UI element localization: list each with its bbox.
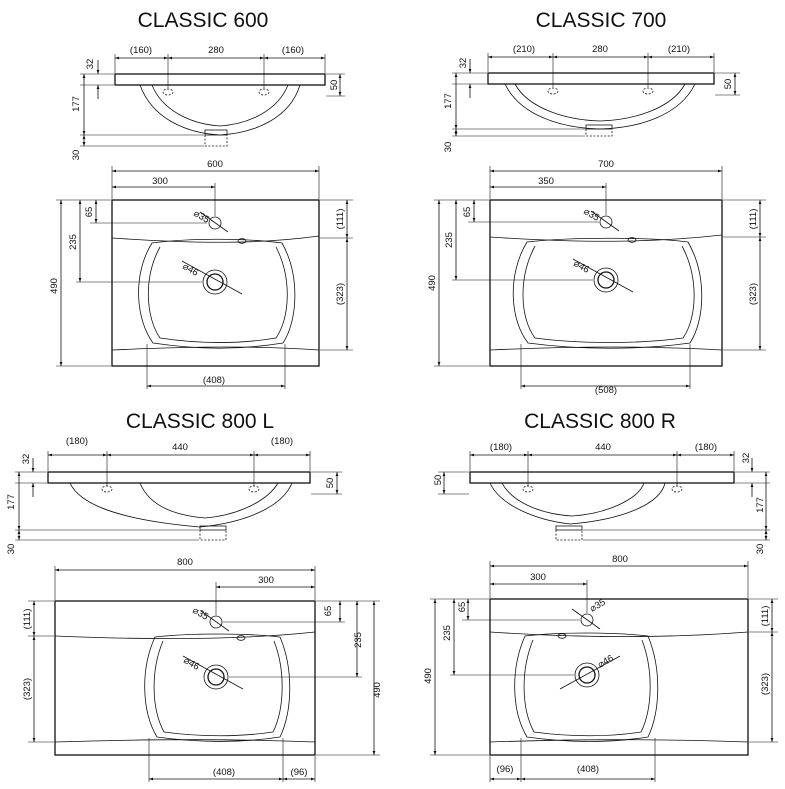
dim-right: (180) xyxy=(271,436,293,447)
dim-right: (210) xyxy=(668,44,690,55)
dim-overall-depth: 490 xyxy=(49,278,60,294)
panel-title: CLASSIC 800 R xyxy=(524,410,676,433)
dim-top: 32 xyxy=(21,454,32,465)
side-view: (180) 440 (180) 32 177 30 50 xyxy=(6,436,342,554)
dim-left: (160) xyxy=(130,45,152,56)
dim-drain: 30 xyxy=(71,150,82,161)
tap-hole-label: ⌀35 xyxy=(191,605,211,623)
dim-top: 32 xyxy=(458,58,469,69)
drain-hole-label: ⌀46 xyxy=(182,655,202,673)
side-view: (180) 440 (180) 32 177 30 50 xyxy=(433,442,770,554)
panel-title: CLASSIC 600 xyxy=(138,9,269,32)
dim-bowl-depth: 235 xyxy=(68,234,79,250)
dim-depth: 177 xyxy=(443,93,454,109)
dim-depth: 177 xyxy=(755,497,766,513)
dim-bowl-width: (408) xyxy=(203,375,225,386)
dim-bowl-depth: 235 xyxy=(444,232,455,248)
dim-tap-from-back: 65 xyxy=(323,606,334,617)
dim-drain: 30 xyxy=(6,544,17,555)
dim-left: (210) xyxy=(513,44,535,55)
panel-classic-700: CLASSIC 700 (210) 280 (210) xyxy=(427,9,766,396)
dim-width: 800 xyxy=(177,557,193,568)
dim-top: 32 xyxy=(85,59,96,70)
tap-hole-label: ⌀35 xyxy=(582,206,602,224)
drain-hole-label: ⌀46 xyxy=(596,653,616,671)
dim-tap-from-back: 65 xyxy=(462,207,473,218)
dim-drain: 30 xyxy=(755,544,766,555)
panel-classic-600: CLASSIC 600 (160) 280 (160) xyxy=(49,9,353,389)
dim-tap-from-back: 65 xyxy=(457,602,468,613)
dim-middle: 280 xyxy=(208,45,224,56)
side-view: (210) 280 (210) 32 177 30 50 xyxy=(443,44,740,152)
dim-bowl-width: (408) xyxy=(213,767,235,778)
dim-shelf: (96) xyxy=(291,767,308,778)
dim-edge: 50 xyxy=(325,478,336,489)
dim-drain: 30 xyxy=(443,142,454,153)
dim-depth: 177 xyxy=(6,494,17,510)
top-view: ⌀35 ⌀46 700 350 490 235 65 (111) xyxy=(427,159,766,396)
dim-bowl-width: (408) xyxy=(577,764,599,775)
top-view: ⌀35 ⌀46 800 300 490 235 65 (111) xyxy=(423,554,778,782)
dim-left: (180) xyxy=(66,436,88,447)
side-view: (160) 280 (160) 32 177 30 50 xyxy=(71,45,345,160)
dim-bowl-width: (508) xyxy=(595,385,617,396)
dim-middle: 440 xyxy=(595,442,611,453)
dim-middle: 280 xyxy=(592,44,608,55)
dim-depth: 177 xyxy=(71,96,82,112)
dim-tap-from-back: 65 xyxy=(84,207,95,218)
dim-tap-offset: 300 xyxy=(258,575,274,586)
dim-width: 700 xyxy=(598,159,614,170)
panel-classic-800-l: CLASSIC 800 L (180) 440 (180) xyxy=(6,410,383,782)
dim-width: 800 xyxy=(612,554,628,565)
dim-back-edge: (111) xyxy=(748,209,759,230)
dim-bowl-depth: 235 xyxy=(442,625,453,641)
dim-edge: 50 xyxy=(329,80,340,91)
dim-right: (180) xyxy=(695,442,717,453)
dim-back-edge: (111) xyxy=(22,609,33,630)
dim-top: 32 xyxy=(741,453,752,464)
dim-front-part: (323) xyxy=(760,673,771,695)
dim-right: (160) xyxy=(282,45,304,56)
panel-title: CLASSIC 700 xyxy=(536,9,667,32)
dim-tap-offset: 350 xyxy=(538,176,554,187)
dim-tap-offset: 300 xyxy=(530,572,546,583)
dim-left: (180) xyxy=(490,442,512,453)
dim-edge: 50 xyxy=(433,475,444,486)
dim-back-edge: (111) xyxy=(335,209,346,230)
panel-title: CLASSIC 800 L xyxy=(126,410,274,433)
panel-classic-800-r: CLASSIC 800 R (180) 440 (180) xyxy=(423,410,778,782)
dim-front-part: (323) xyxy=(748,283,759,305)
dim-back-edge: (111) xyxy=(760,606,771,627)
dim-front-part: (323) xyxy=(22,678,33,700)
dim-front-part: (323) xyxy=(335,283,346,305)
dim-shelf: (96) xyxy=(497,764,514,775)
dim-width: 600 xyxy=(207,159,223,170)
dim-overall-depth: 490 xyxy=(423,668,434,684)
top-view: ⌀35 ⌀46 800 300 (111) (323) 490 235 xyxy=(22,557,383,782)
top-view: ⌀35 ⌀46 600 300 490 235 65 xyxy=(49,159,353,389)
dim-overall-depth: 490 xyxy=(427,275,438,291)
dim-tap-offset: 300 xyxy=(152,176,168,187)
drain-hole-label: ⌀46 xyxy=(181,261,201,279)
dim-bowl-depth: 235 xyxy=(353,632,364,648)
drain-hole-label: ⌀46 xyxy=(572,258,592,276)
dim-middle: 440 xyxy=(172,442,188,453)
dim-edge: 50 xyxy=(723,79,734,90)
dim-overall-depth: 490 xyxy=(372,682,383,698)
